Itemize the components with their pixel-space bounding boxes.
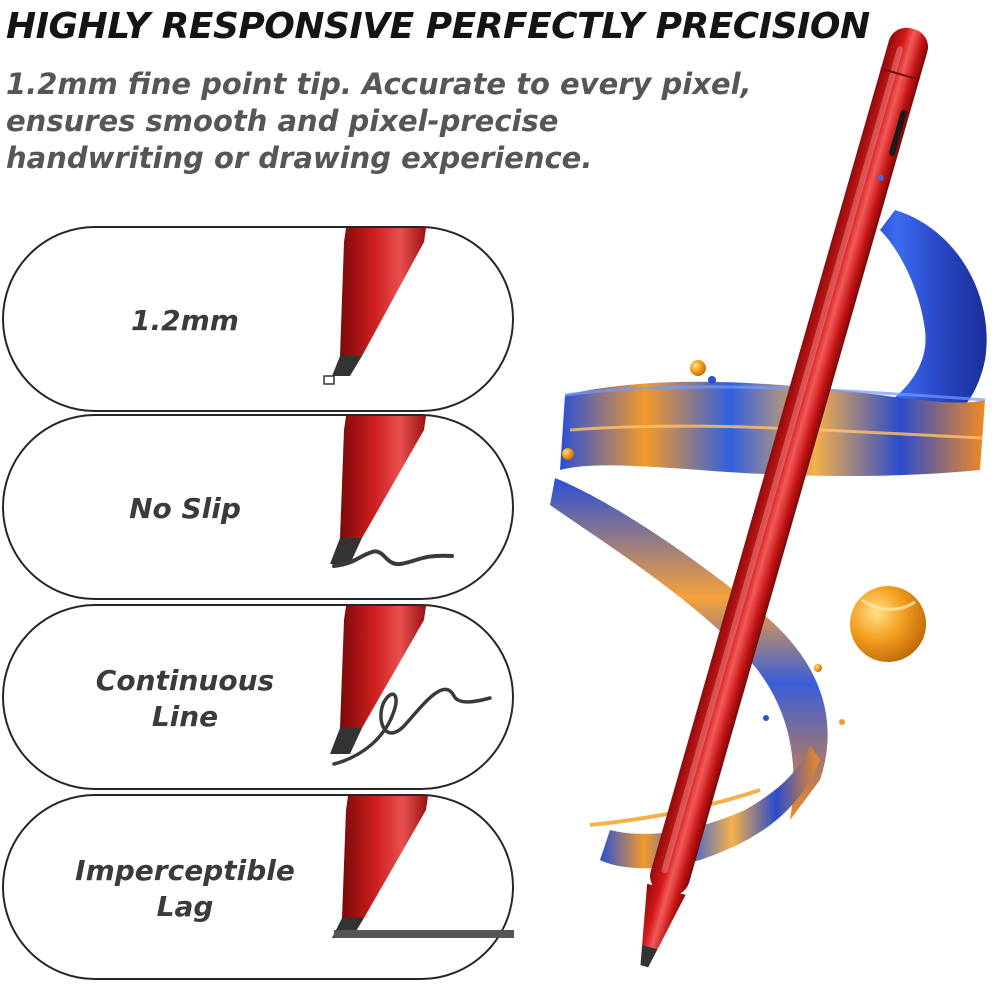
stylus-pen-illustration: [550, 27, 987, 968]
feature-label-imperceptible-lag: Imperceptible Lag: [4, 796, 366, 982]
subheadline-line-2: ensures smooth and pixel-precise: [6, 104, 559, 138]
feature-card-imperceptible-lag: Imperceptible Lag: [2, 794, 514, 980]
feature-label-fine-tip: 1.2mm: [4, 228, 366, 414]
feature-text: No Slip: [129, 492, 241, 525]
feature-card-continuous-line: Continuous Line: [2, 604, 514, 790]
feature-text: Lag: [156, 890, 214, 923]
feature-text: 1.2mm: [131, 304, 239, 337]
feature-text: Continuous: [95, 664, 275, 697]
headline: HIGHLY RESPONSIVE PERFECTLY PRECISION: [6, 6, 870, 47]
subheadline-line-1: 1.2mm fine point tip. Accurate to every …: [6, 67, 752, 101]
feature-label-no-slip: No Slip: [4, 416, 366, 602]
pen-tip-icon: [330, 606, 492, 766]
pen-tip-icon: [330, 416, 454, 568]
feature-card-no-slip: No Slip: [2, 414, 514, 600]
feature-label-continuous-line: Continuous Line: [4, 606, 366, 792]
feature-text: Imperceptible: [75, 854, 295, 887]
subheadline-line-3: handwriting or drawing experience.: [6, 141, 593, 175]
subheadline: 1.2mm fine point tip. Accurate to every …: [6, 66, 752, 177]
feature-text: Line: [151, 700, 219, 733]
pen-tip-icon: [332, 796, 514, 938]
pen-tip-icon: [323, 228, 426, 385]
feature-card-fine-tip: 1.2mm: [2, 226, 514, 412]
